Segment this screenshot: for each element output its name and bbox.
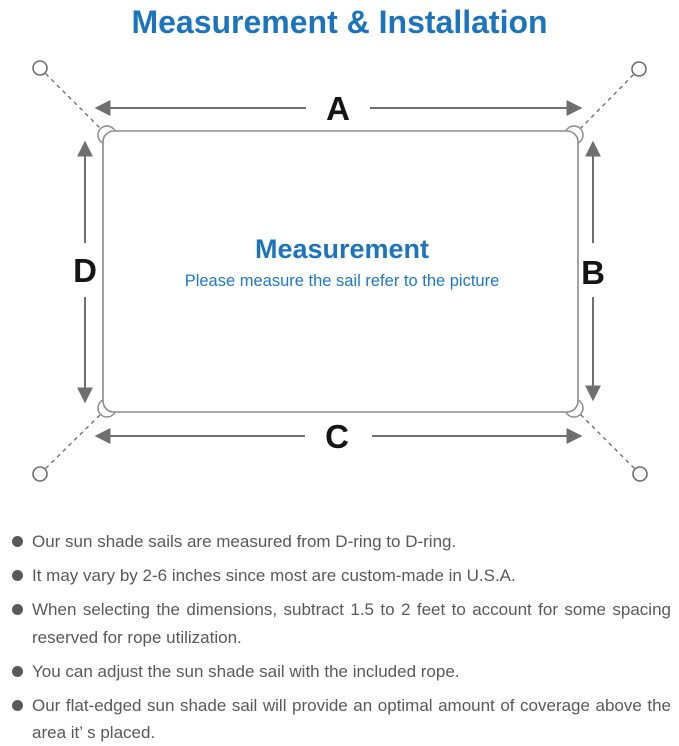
anchor-point-icon-top-right — [631, 61, 647, 77]
list-item: When selecting the dimensions, subtract … — [10, 596, 671, 650]
anchor-point-icon-bottom-left — [32, 466, 48, 482]
dimension-label-a: A — [326, 90, 350, 127]
bullet-dot-icon — [12, 604, 23, 616]
rope-dashed-line-top-left — [39, 67, 106, 134]
page-title: Measurement & Installation — [131, 4, 548, 40]
dimension-label-b: B — [581, 254, 605, 291]
dimension-label-c: C — [325, 418, 349, 455]
rope-dashed-line-bottom-right — [575, 409, 641, 475]
rope-dashed-line-bottom-left — [39, 409, 106, 475]
anchor-point-icon-bottom-right — [632, 466, 648, 482]
note-text: You can adjust the sun shade sail with t… — [32, 661, 460, 681]
anchor-point-icon-top-left — [32, 60, 48, 76]
diagram-center-subtitle: Please measure the sail refer to the pic… — [185, 272, 500, 290]
sail-outline — [102, 130, 579, 413]
dimension-label-d: D — [73, 252, 97, 289]
bullet-dot-icon — [12, 536, 23, 547]
note-text: Our sun shade sails are measured from D-… — [32, 532, 457, 551]
bullet-dot-icon — [12, 665, 23, 677]
bullet-dot-icon — [12, 570, 23, 582]
notes-list: Our sun shade sails are measured from D-… — [0, 516, 679, 746]
note-text: It may vary by 2-6 inches since most are… — [32, 566, 516, 586]
rope-dashed-line-top-right — [575, 68, 640, 134]
note-text: When selecting the dimensions, subtract … — [32, 600, 671, 647]
diagram-center-title: Measurement — [255, 234, 429, 264]
sail-measurement-svg: A C D B Measurement Please measure the s… — [32, 60, 648, 482]
note-text: Our flat-edged sun shade sail will provi… — [32, 695, 671, 743]
list-item: Our sun shade sails are measured from D-… — [10, 528, 671, 555]
bullet-dot-icon — [12, 699, 23, 711]
list-item: Our flat-edged sun shade sail will provi… — [10, 692, 671, 746]
list-item: It may vary by 2-6 inches since most are… — [10, 562, 671, 589]
list-item: You can adjust the sun shade sail with t… — [10, 658, 671, 685]
measurement-diagram: A C D B Measurement Please measure the s… — [0, 46, 679, 516]
